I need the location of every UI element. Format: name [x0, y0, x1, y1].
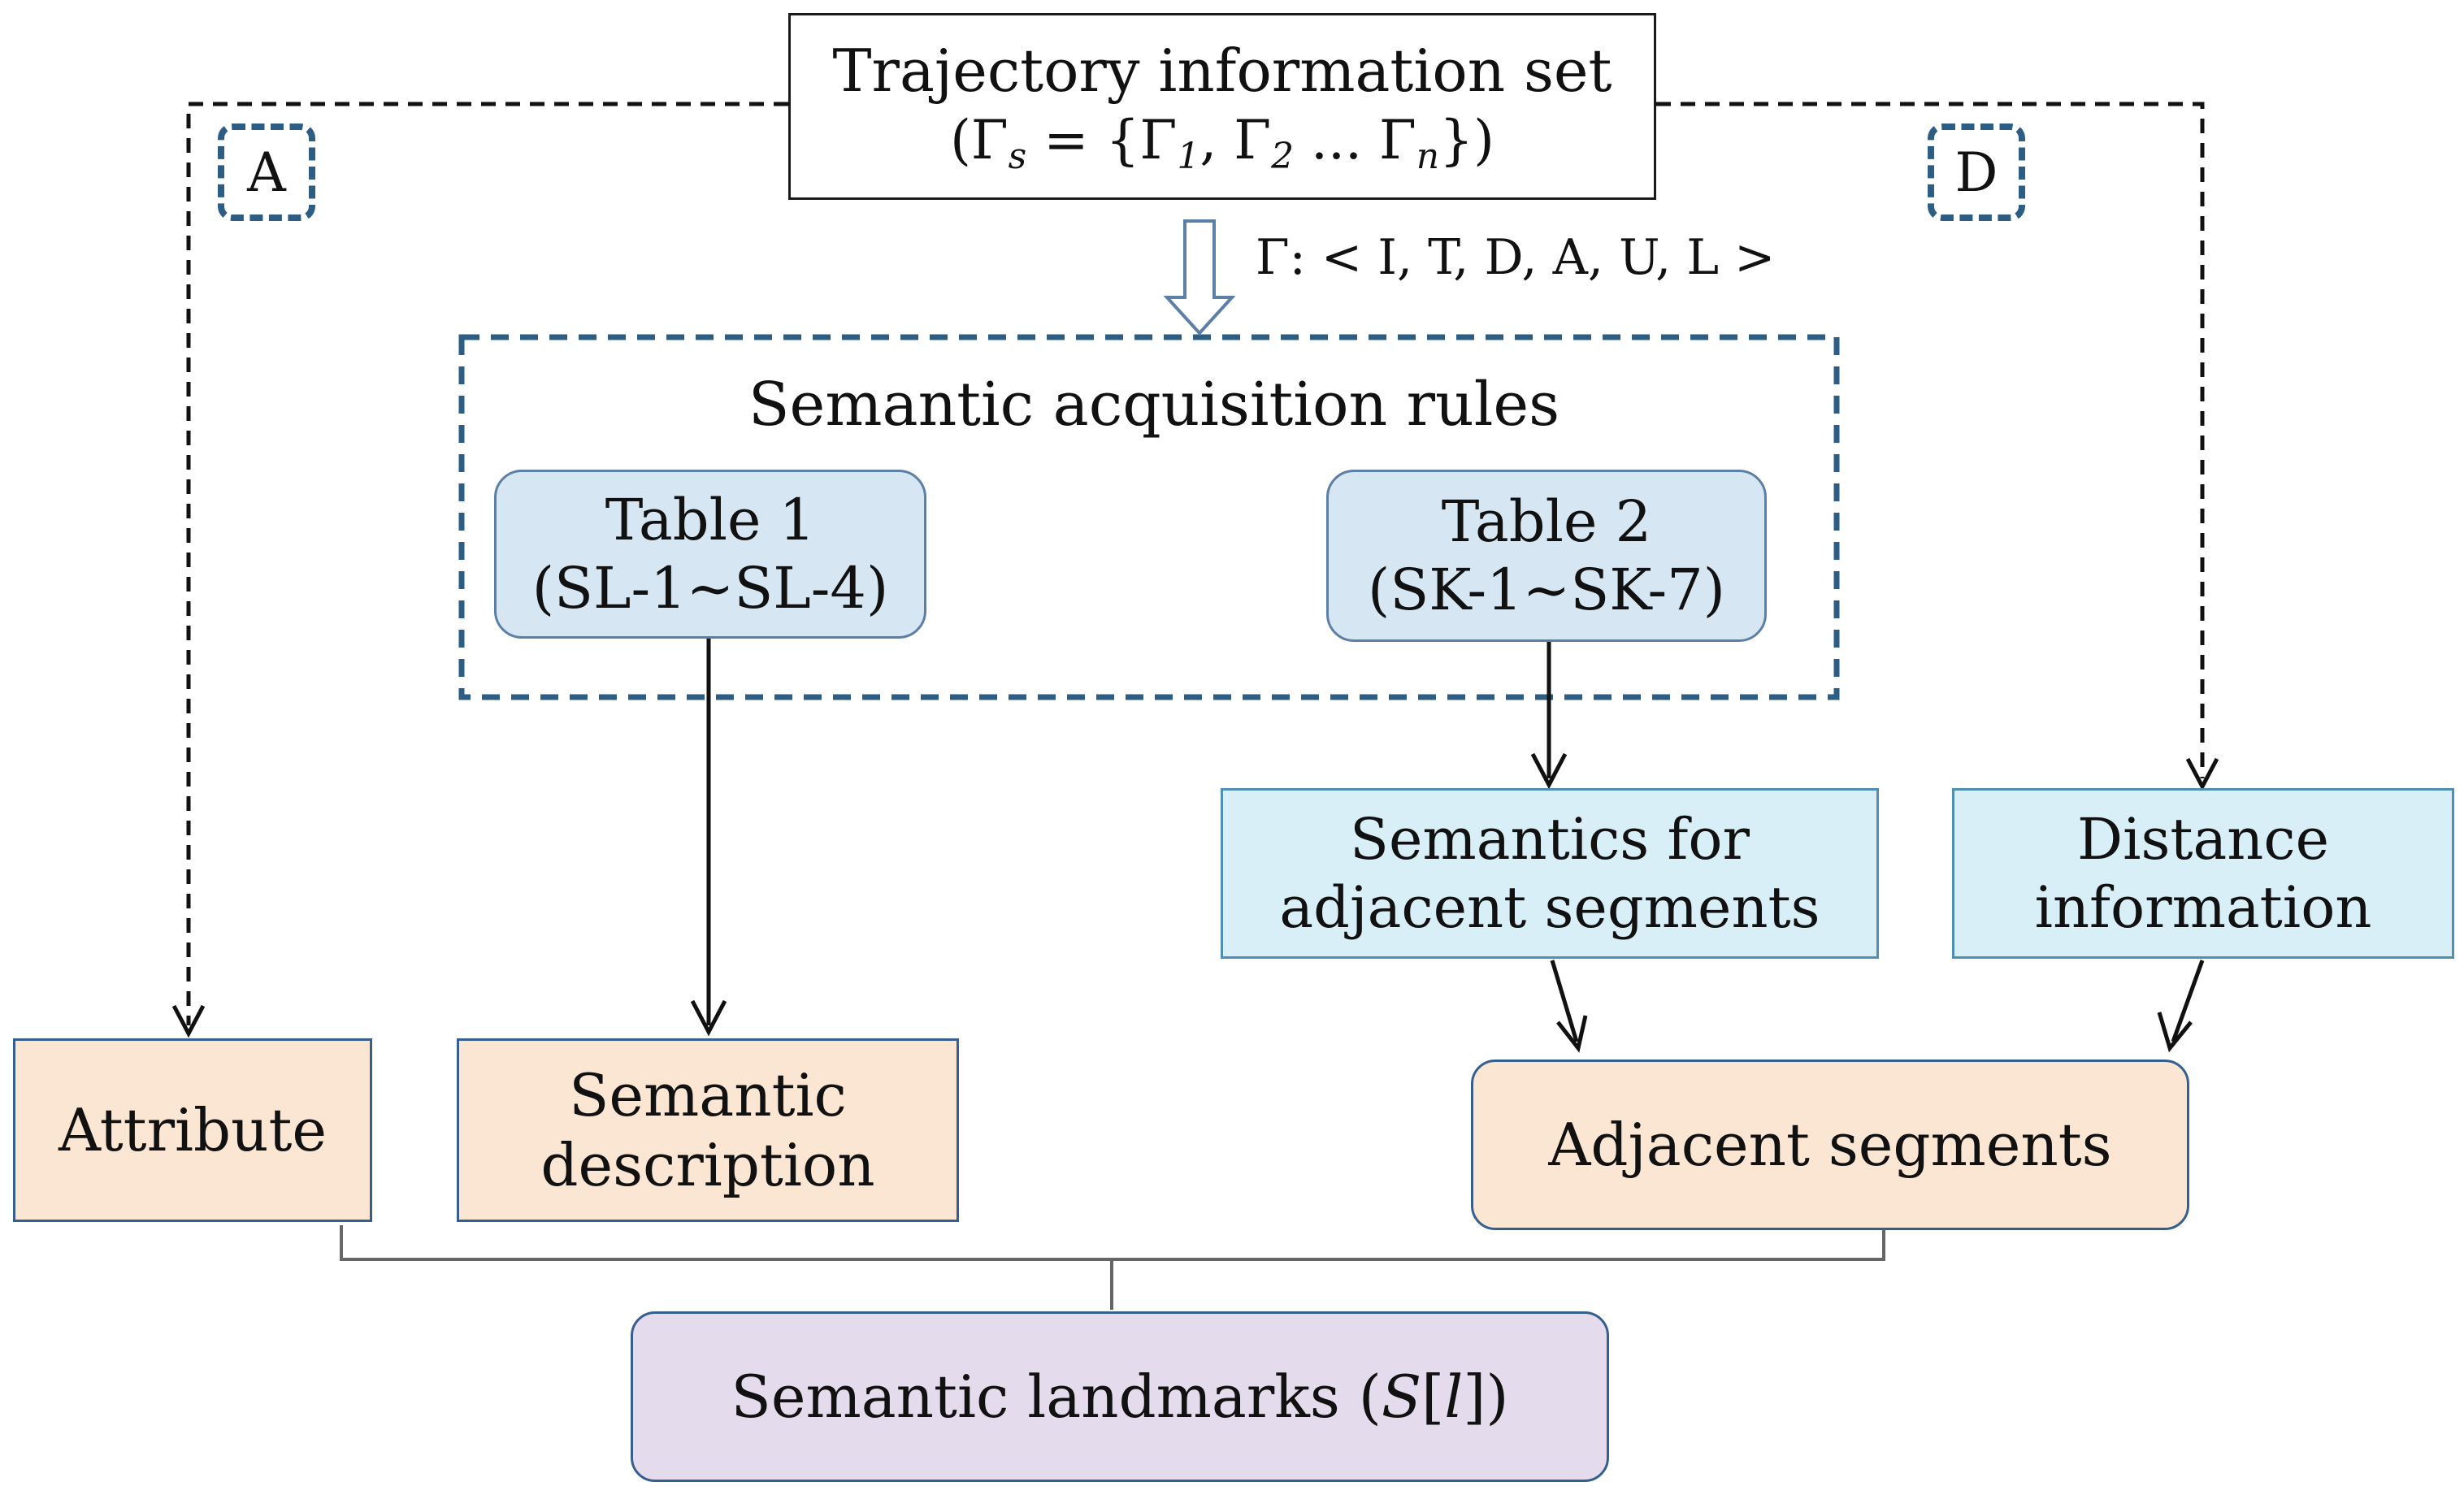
arrowhead-table1 [690, 999, 727, 1037]
distance-line2: information [2034, 874, 2372, 941]
rules-title: Semantic acquisition rules [748, 370, 1560, 440]
dashed-path-distance [1656, 102, 2205, 778]
dashed-path-attribute [186, 102, 788, 1025]
formula-part: = {Γ [1026, 109, 1178, 171]
landmarks-l: l [1444, 1362, 1464, 1431]
distance-line1: Distance [2076, 806, 2329, 873]
table2-box: Table 2 (SK-1~SK-7) [1326, 470, 1767, 642]
table1-range: (SL-1~SL-4) [531, 555, 889, 622]
adjacent-segments-box: Adjacent segments [1471, 1060, 2189, 1230]
arrowhead-attribute [171, 1004, 206, 1038]
formula-part: }) [1439, 109, 1494, 171]
semantics-adjacent-line2: adjacent segments [1279, 874, 1820, 941]
arrowhead-table2 [1530, 752, 1568, 790]
tag-d: D [1928, 124, 2025, 221]
table2-label: Table 2 [1441, 488, 1652, 555]
tag-a: A [218, 124, 315, 221]
landmarks-text: Semantic landmarks ( [731, 1362, 1382, 1431]
formula-sub-2: 2 [1271, 136, 1295, 177]
landmarks-close: ) [1486, 1362, 1509, 1431]
adjacent-segments-label: Adjacent segments [1548, 1110, 2112, 1179]
tuple-label: Γ: < I, T, D, A, U, L > [1256, 229, 1776, 286]
semantic-landmarks-box: Semantic landmarks (S[l]) [631, 1311, 1609, 1482]
landmarks-s: S [1381, 1362, 1422, 1431]
distance-information-box: Distance information [1952, 788, 2454, 959]
attribute-label: Attribute [58, 1095, 328, 1164]
landmarks-bracket: [ [1421, 1362, 1445, 1431]
arrowhead-distance-adjacent [2157, 1012, 2193, 1053]
trajectory-formula: (Γs = {Γ1, Γ2 ... Γn}) [950, 107, 1494, 179]
attribute-box: Attribute [13, 1038, 372, 1222]
semantic-landmarks-label: Semantic landmarks (S[l]) [731, 1362, 1509, 1432]
arrowhead-semantics-adjacent [1556, 1015, 1588, 1053]
trajectory-information-set-box: Trajectory information set (Γs = {Γ1, Γ2… [788, 13, 1656, 200]
formula-sub-1: 1 [1177, 136, 1200, 177]
hollow-arrow [1163, 219, 1236, 336]
formula-sub-n: n [1416, 136, 1440, 177]
semantic-description-line1: Semantic [569, 1060, 847, 1129]
semantics-adjacent-line1: Semantics for [1350, 806, 1750, 873]
landmarks-bracket: ] [1463, 1362, 1486, 1431]
table2-range: (SK-1~SK-7) [1368, 557, 1725, 623]
trajectory-title: Trajectory information set [832, 37, 1612, 105]
semantics-adjacent-box: Semantics for adjacent segments [1221, 788, 1879, 959]
formula-part: (Γ [950, 109, 1009, 171]
formula-sub-s: s [1008, 136, 1027, 177]
formula-part: ... Γ [1294, 109, 1416, 171]
arrow-distance-adjacent [2171, 960, 2205, 1042]
semantic-description-line2: description [540, 1131, 875, 1199]
formula-part: , Γ [1199, 109, 1272, 171]
arrowhead-distance [2185, 757, 2219, 791]
grouping-bracket [340, 1225, 1885, 1310]
table1-box: Table 1 (SL-1~SL-4) [494, 470, 926, 639]
arrow-semantics-adjacent [1550, 960, 1579, 1042]
semantic-description-box: Semantic description [457, 1038, 959, 1222]
table1-label: Table 1 [605, 487, 816, 553]
rules-container [458, 334, 1840, 700]
